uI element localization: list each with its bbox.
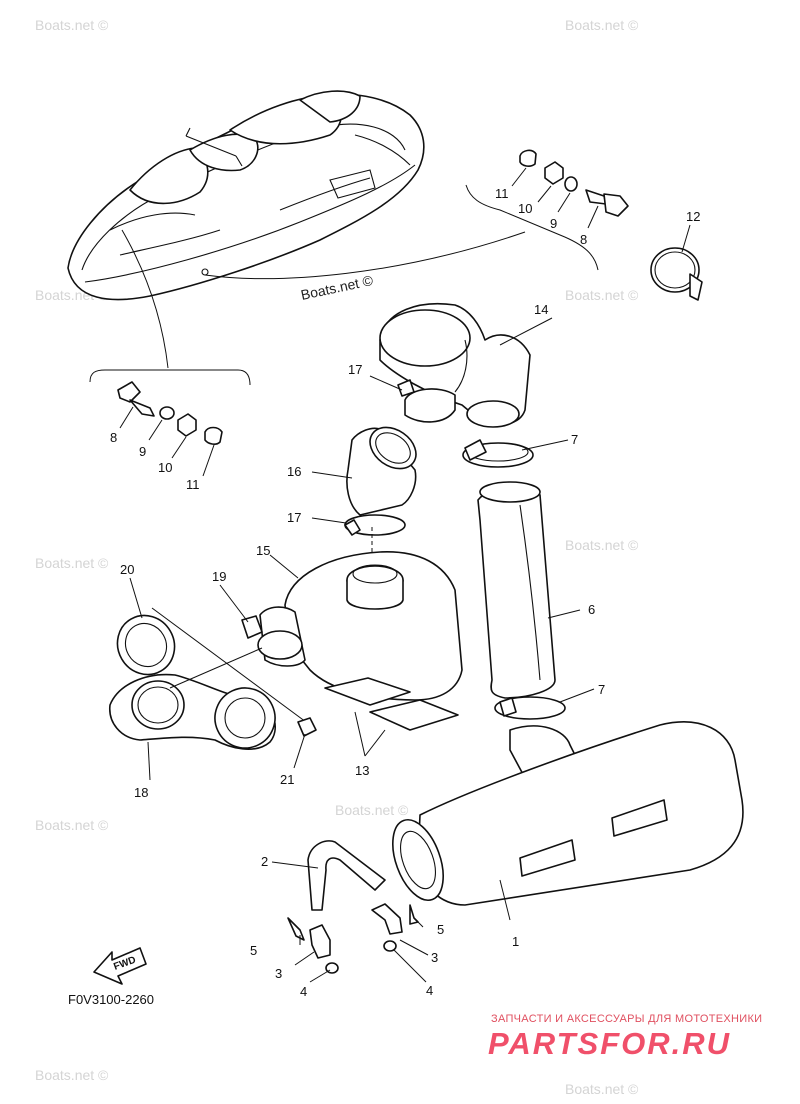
chamber-15 [257, 551, 463, 701]
right-bracket [465, 184, 599, 271]
callout-7: 7 [598, 682, 605, 697]
pads-13 [324, 677, 459, 731]
leader-lines [129, 317, 595, 983]
hose-6 [477, 481, 556, 699]
callout-4: 4 [300, 984, 307, 999]
callout-8: 8 [580, 232, 587, 247]
callout-numbers: 1 2 3 3 4 4 5 5 6 7 7 8 8 9 9 10 10 11 1… [110, 186, 700, 999]
clamp-7-lower [494, 696, 566, 720]
callout-20: 20 [120, 562, 134, 577]
gasket-20 [116, 614, 176, 676]
callout-5: 5 [437, 922, 444, 937]
callout-12: 12 [686, 209, 700, 224]
clip-19 [241, 615, 263, 639]
callout-10: 10 [158, 460, 172, 475]
muffler-1 [392, 721, 744, 906]
watercraft-illustration [67, 90, 425, 301]
watermark: Boats.net © [335, 802, 409, 818]
strap-2 [307, 840, 386, 911]
watermark: Boats.net © [565, 537, 639, 553]
clamp-7-upper [462, 439, 534, 468]
callout-3: 3 [275, 966, 282, 981]
watermark: Boats.net © [35, 817, 109, 833]
watermark: Boats.net © [35, 17, 109, 33]
bracket-3-left [309, 924, 331, 959]
callout-18: 18 [134, 785, 148, 800]
watermark: Boats.net © [565, 1081, 639, 1097]
brand-name: PARTSFOR.RU [488, 1026, 731, 1061]
diagram-code: F0V3100-2260 [68, 992, 154, 1007]
callout-17: 17 [348, 362, 362, 377]
callout-19: 19 [212, 569, 226, 584]
callout-9: 9 [550, 216, 557, 231]
clamp-17-lower [344, 514, 406, 536]
callout-15: 15 [256, 543, 270, 558]
callout-17: 17 [287, 510, 301, 525]
callout-9: 9 [139, 444, 146, 459]
callout-14: 14 [534, 302, 548, 317]
callout-7: 7 [571, 432, 578, 447]
brand-logo: ЗАПЧАСТИ И АКСЕССУАРЫ ДЛЯ МОТОТЕХНИКИ PA… [488, 1013, 762, 1061]
watermark: Boats.net © [565, 17, 639, 33]
watermark: Boats.net © [565, 287, 639, 303]
callout-21: 21 [280, 772, 294, 787]
callout-11: 11 [186, 477, 200, 492]
right-fitting-group [519, 149, 703, 301]
callout-10: 10 [518, 201, 532, 216]
washer-4-right [383, 940, 397, 952]
callout-11: 11 [495, 186, 509, 201]
callout-1: 1 [512, 934, 519, 949]
callout-2: 2 [261, 854, 268, 869]
callout-6: 6 [588, 602, 595, 617]
bolt-21 [297, 717, 317, 737]
watermark: Boats.net © [35, 555, 109, 571]
left-bracket [89, 369, 251, 386]
hose-18 [109, 673, 276, 750]
callout-4: 4 [426, 983, 433, 998]
brand-tagline: ЗАПЧАСТИ И АКСЕССУАРЫ ДЛЯ МОТОТЕХНИКИ [491, 1013, 762, 1025]
clamp-17-upper [397, 379, 456, 423]
callout-3: 3 [431, 950, 438, 965]
callout-5: 5 [250, 943, 257, 958]
callout-8: 8 [110, 430, 117, 445]
watermark: Boats.net © [35, 1067, 109, 1083]
fwd-arrow-icon: FWD [93, 947, 147, 985]
left-fitting-group [117, 381, 223, 445]
bracket-3-right [371, 903, 403, 935]
callout-16: 16 [287, 464, 301, 479]
rivet-5-left [287, 917, 305, 941]
callout-13: 13 [355, 763, 369, 778]
pipe-16 [346, 426, 417, 516]
